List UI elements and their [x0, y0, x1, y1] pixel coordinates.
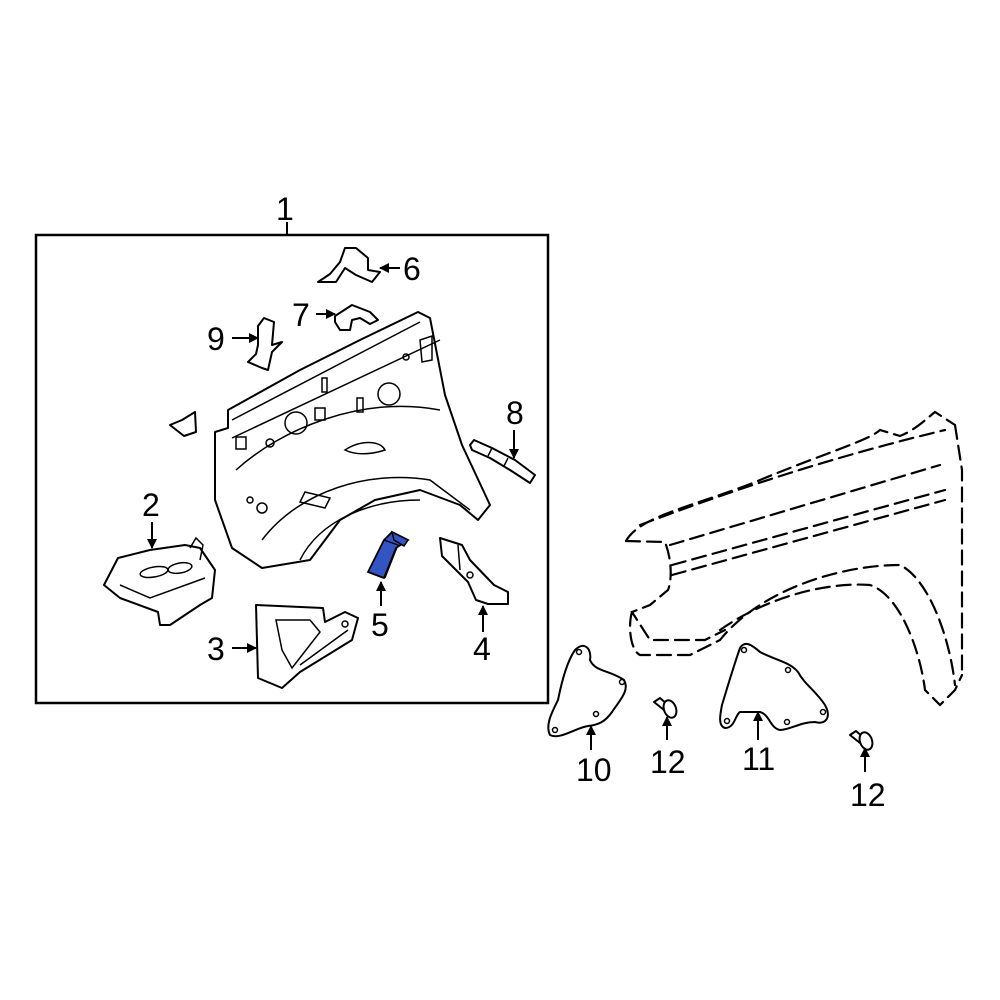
callout-12a[interactable]: 12 — [650, 744, 686, 780]
part-3-lower-reinforcement[interactable] — [255, 604, 359, 689]
callout-3[interactable]: 3 — [207, 631, 225, 667]
callout-9[interactable]: 9 — [207, 321, 225, 357]
small-block[interactable] — [169, 411, 197, 437]
part-2-bracket-box[interactable] — [103, 536, 216, 626]
part-11-seal[interactable] — [719, 642, 829, 731]
callout-6[interactable]: 6 — [403, 251, 421, 287]
part-10-seal[interactable] — [547, 644, 627, 738]
fender-outline — [624, 410, 964, 707]
callout-1[interactable]: 1 — [276, 191, 294, 227]
callout-11[interactable]: 11 — [742, 741, 775, 777]
part-8-bolt-stud[interactable] — [469, 439, 536, 484]
part-6-upper-bracket[interactable] — [317, 247, 381, 283]
callout-4[interactable]: 4 — [473, 631, 491, 667]
part-5-highlighted-reinforcement[interactable] — [366, 530, 410, 580]
part-12-clip-a[interactable] — [653, 697, 679, 720]
callout-10[interactable]: 10 — [576, 752, 612, 788]
part-4-brace[interactable] — [439, 537, 509, 605]
callout-2[interactable]: 2 — [142, 487, 160, 523]
part-12-clip-b[interactable] — [849, 730, 875, 751]
callout-12b[interactable]: 12 — [850, 777, 886, 813]
part-7-small-bracket[interactable] — [334, 304, 379, 331]
apron-panel[interactable] — [214, 311, 491, 569]
callout-7[interactable]: 7 — [292, 297, 310, 333]
part-9-mount-bracket[interactable] — [247, 317, 283, 371]
callout-8[interactable]: 8 — [506, 395, 524, 431]
callout-5[interactable]: 5 — [371, 607, 389, 643]
